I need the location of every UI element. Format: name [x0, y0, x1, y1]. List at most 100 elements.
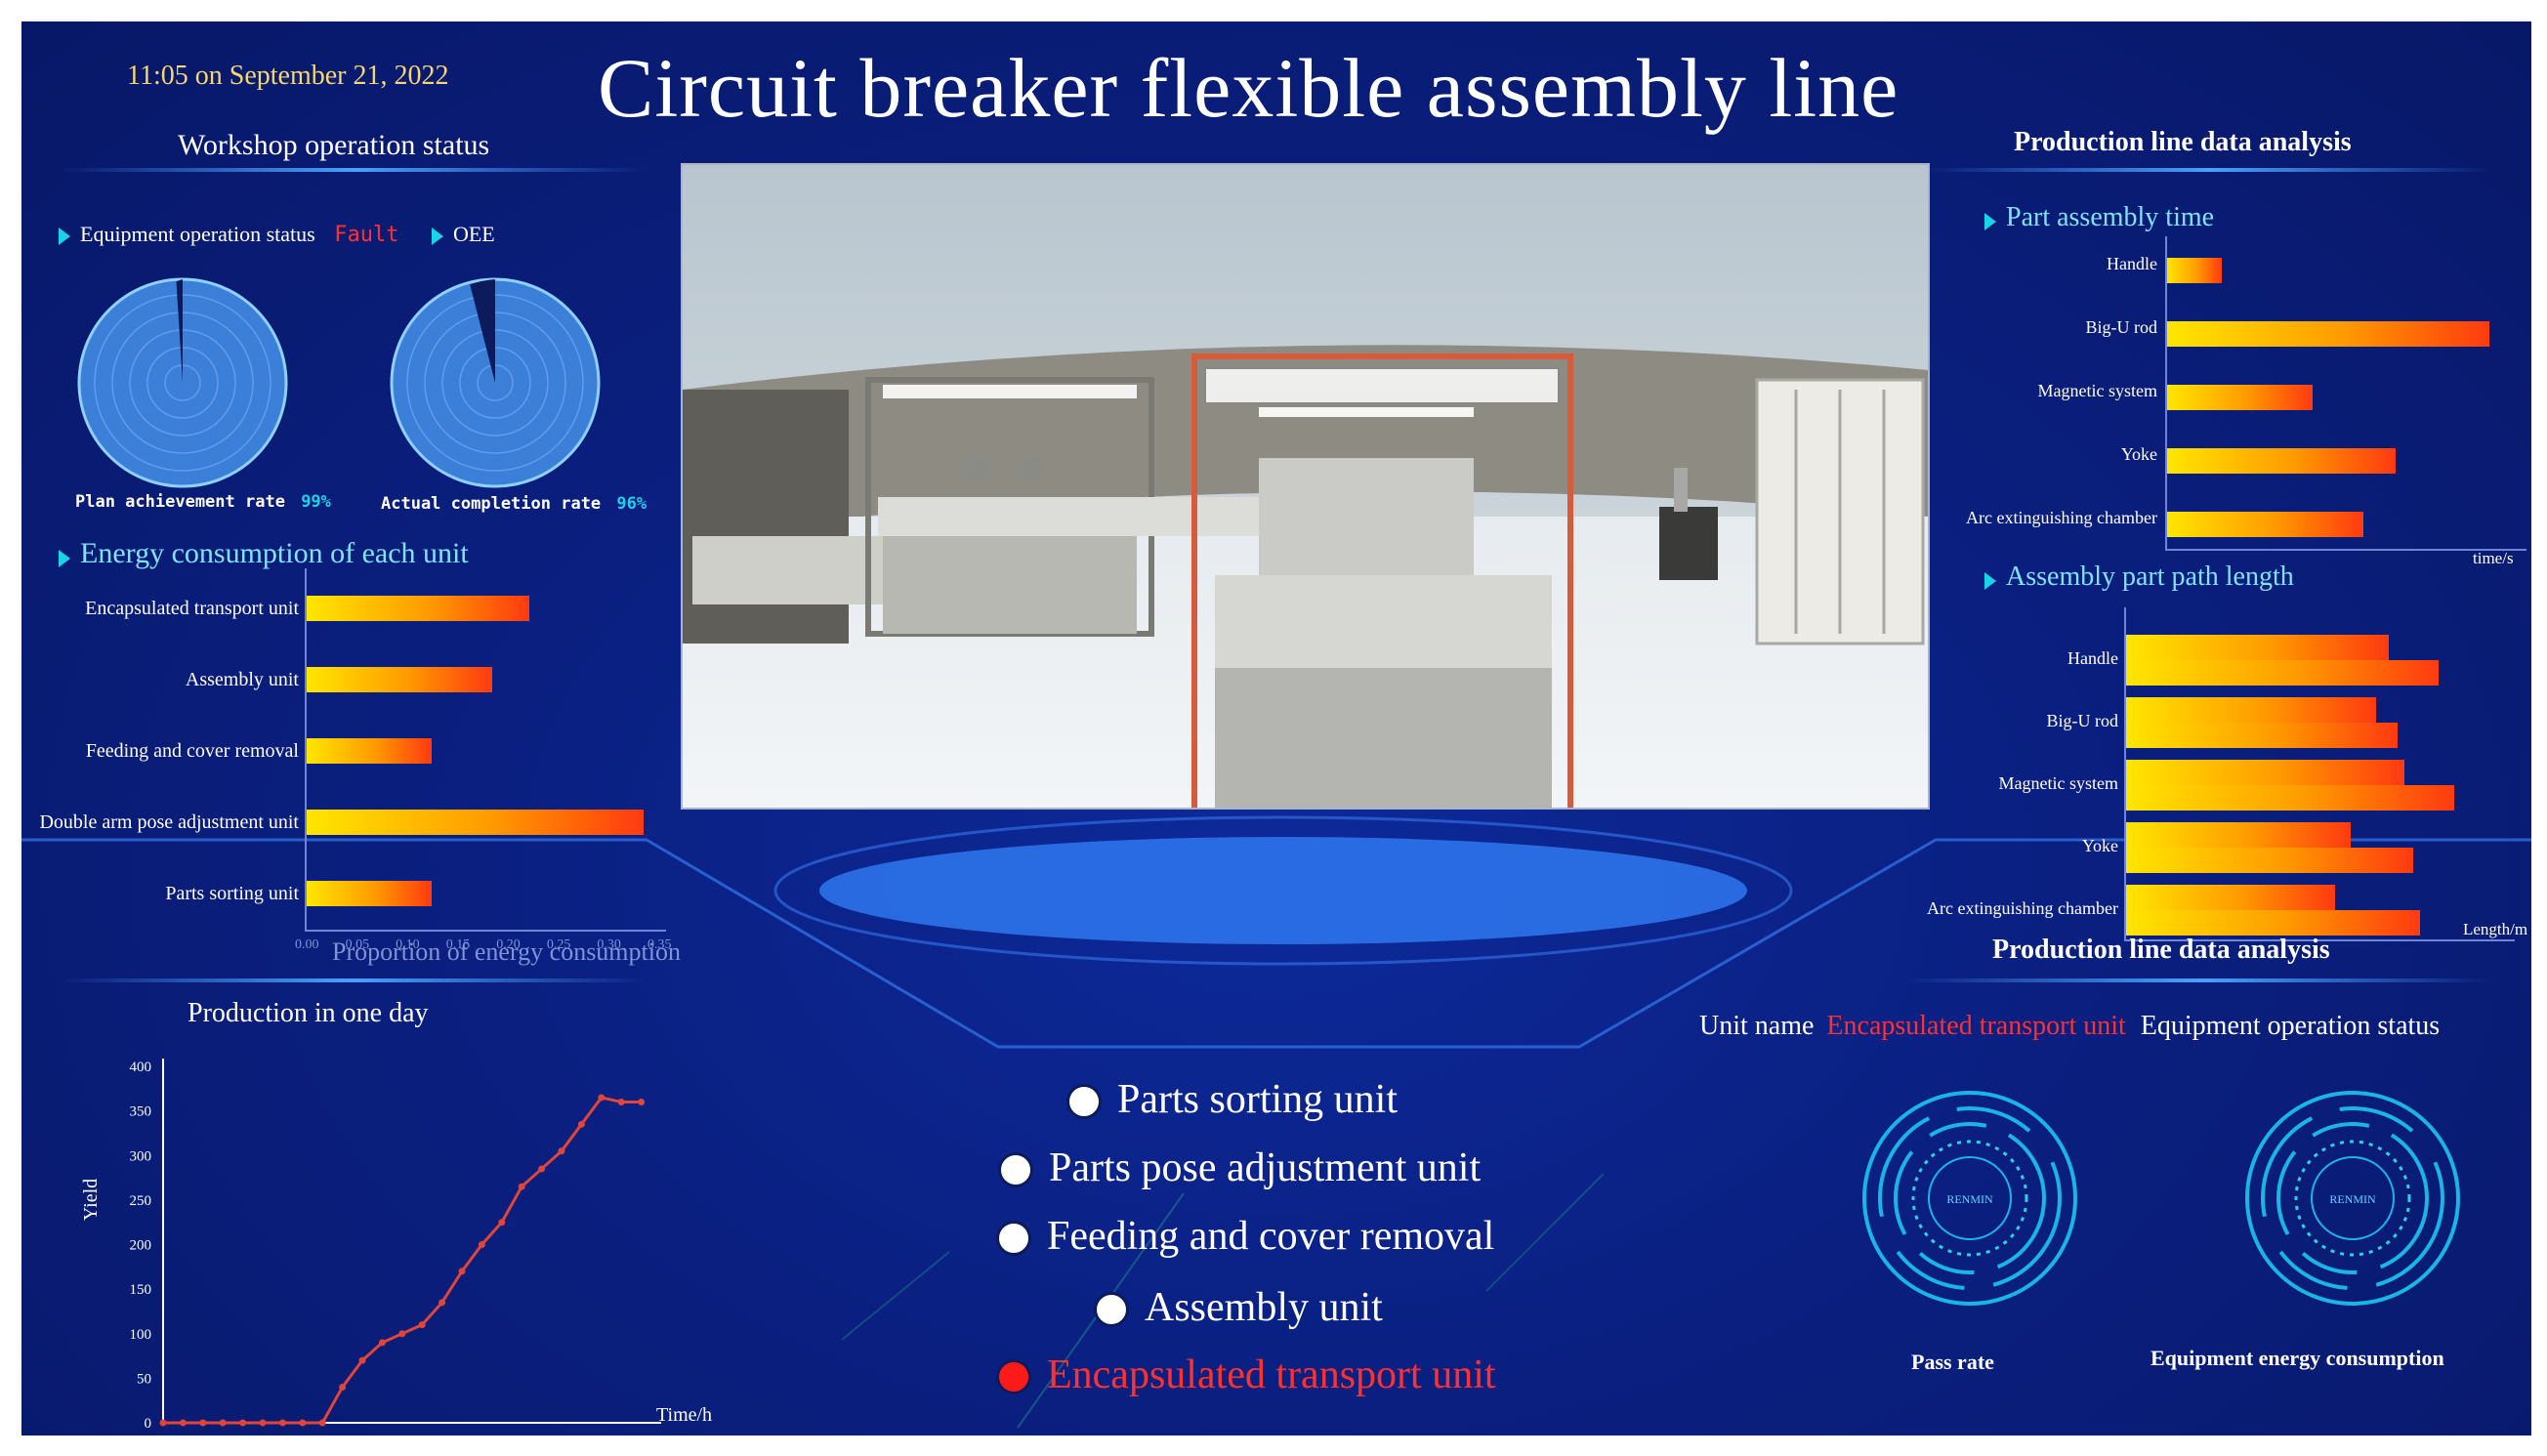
ring-core	[2311, 1156, 2395, 1240]
energy-tick-label: 0.00	[295, 937, 319, 952]
production-data-point	[278, 1419, 286, 1427]
triangle-bullet-icon	[1984, 572, 1996, 591]
energy-x-axis-label: Proportion of energy consumption	[332, 937, 681, 966]
path-bar-series-1	[2126, 635, 2389, 660]
datetime-display: 11:05 on September 21, 2022	[127, 61, 449, 91]
radio-dot-icon[interactable]	[998, 1152, 1033, 1187]
production-data-point	[598, 1094, 605, 1102]
production-y-tick: 200	[130, 1238, 152, 1254]
plan-rate-value: 99%	[301, 492, 331, 512]
triangle-bullet-icon	[431, 227, 443, 245]
energy-bar	[307, 881, 433, 906]
right-panel-title: Production line data analysis	[2014, 127, 2352, 157]
production-y-tick: 300	[130, 1148, 152, 1164]
production-data-point	[199, 1419, 207, 1427]
unit-list-label: Parts sorting unit	[1117, 1077, 1399, 1122]
equipment-status-label: Equipment operation status	[80, 222, 315, 246]
part-time-bar	[2167, 321, 2489, 347]
production-data-point	[538, 1165, 546, 1173]
unit-list-label: Assembly unit	[1145, 1285, 1383, 1330]
energy-consumption-label: Equipment energy consumption	[2150, 1346, 2444, 1370]
energy-tick-label: 0.15	[445, 937, 471, 952]
energy-tick-label: 0.10	[396, 937, 420, 952]
plan-achievement-gauge	[77, 277, 288, 488]
part-time-bar-label: Handle	[2107, 254, 2157, 273]
production-data-point	[339, 1384, 347, 1391]
part-time-bar	[2167, 512, 2364, 537]
title-underline	[61, 168, 647, 172]
path-bar-label: Magnetic system	[1998, 773, 2118, 793]
triangle-bullet-icon	[59, 227, 70, 245]
production-y-tick: 250	[130, 1193, 152, 1209]
radio-dot-icon[interactable]	[996, 1221, 1031, 1256]
production-data-point	[638, 1099, 646, 1105]
energy-tick-label: 0.25	[546, 937, 571, 952]
path-bar-label: Arc extinguishing chamber	[1927, 898, 2118, 918]
production-data-point	[418, 1321, 426, 1329]
production-data-point	[358, 1356, 366, 1364]
title-underline	[61, 978, 647, 982]
radio-dot-icon[interactable]	[996, 1359, 1031, 1394]
unit-name-row: Unit name Encapsulated transport unit Eq…	[1699, 1011, 2440, 1042]
unit-list-label: Feeding and cover removal	[1047, 1214, 1495, 1259]
part-time-bar-label: Arc extinguishing chamber	[1966, 508, 2157, 527]
part-time-x-axis	[2165, 549, 2526, 551]
path-bar-label: Big-U rod	[2046, 711, 2119, 730]
production-y-tick: 350	[130, 1104, 152, 1120]
production-line-chart: 4003503002502001501005000510152025	[130, 1059, 661, 1428]
energy-bar-label: Assembly unit	[185, 669, 299, 690]
part-time-bar-label: Yoke	[2120, 444, 2157, 464]
right-panel-title-2: Production line data analysis	[1992, 935, 2330, 965]
production-data-point	[398, 1330, 406, 1338]
production-data-point	[518, 1183, 525, 1190]
production-data-point	[558, 1147, 565, 1155]
actual-completion-gauge	[390, 277, 601, 488]
part-time-bar	[2167, 385, 2313, 410]
path-bar-label: Handle	[2067, 648, 2118, 668]
part-time-bar	[2167, 448, 2397, 474]
path-y-axis	[2124, 607, 2126, 939]
ring-mid	[1878, 1106, 2062, 1290]
production-data-point	[239, 1419, 247, 1427]
production-data-point	[458, 1268, 466, 1275]
energy-bar	[307, 738, 433, 764]
title-underline	[1906, 978, 2492, 982]
production-data-point	[259, 1419, 267, 1427]
background-decoration	[21, 815, 2531, 1429]
energy-title: Energy consumption of each unit	[80, 537, 469, 569]
oee-label: OEE	[452, 222, 495, 246]
production-y-tick: 50	[137, 1371, 151, 1387]
plan-rate-row: Plan achievement rate 99%	[75, 492, 331, 512]
factory-3d-viewport[interactable]	[681, 163, 1930, 810]
energy-bar-label: Encapsulated transport unit	[85, 598, 299, 619]
pass-rate-gauge: RENMIN	[1862, 1091, 2077, 1306]
gauge-remaining-wedge	[470, 279, 495, 383]
production-y-tick: 0	[145, 1416, 152, 1428]
energy-bar-label: Double arm pose adjustment unit	[39, 811, 299, 833]
ring-dotted	[1911, 1140, 2028, 1257]
production-data-point	[219, 1419, 227, 1427]
production-data-point	[378, 1339, 386, 1347]
radio-dot-icon[interactable]	[1094, 1292, 1129, 1327]
ring-mid	[2261, 1106, 2444, 1290]
workshop-status-title: Workshop operation status	[178, 129, 490, 161]
energy-tick-label: 0.05	[345, 937, 370, 952]
energy-consumption-gauge: RENMIN	[2245, 1091, 2460, 1306]
part-time-unit: time/s	[2473, 549, 2514, 567]
production-y-tick: 400	[130, 1060, 152, 1075]
actual-rate-label: Actual completion rate	[381, 494, 602, 514]
page-title: Circuit breaker flexible assembly line	[598, 41, 1900, 135]
path-bar-series-2	[2126, 785, 2454, 811]
radio-dot-icon[interactable]	[1066, 1084, 1102, 1119]
equipment-status-label-2: Equipment operation status	[2140, 1011, 2441, 1041]
part-time-y-axis	[2165, 236, 2167, 549]
part-time-bar	[2167, 258, 2223, 283]
factory-scene-image	[683, 165, 1928, 808]
path-bar-series-2	[2126, 910, 2420, 936]
ring-dotted	[2294, 1140, 2411, 1257]
production-series-line	[163, 1096, 642, 1425]
